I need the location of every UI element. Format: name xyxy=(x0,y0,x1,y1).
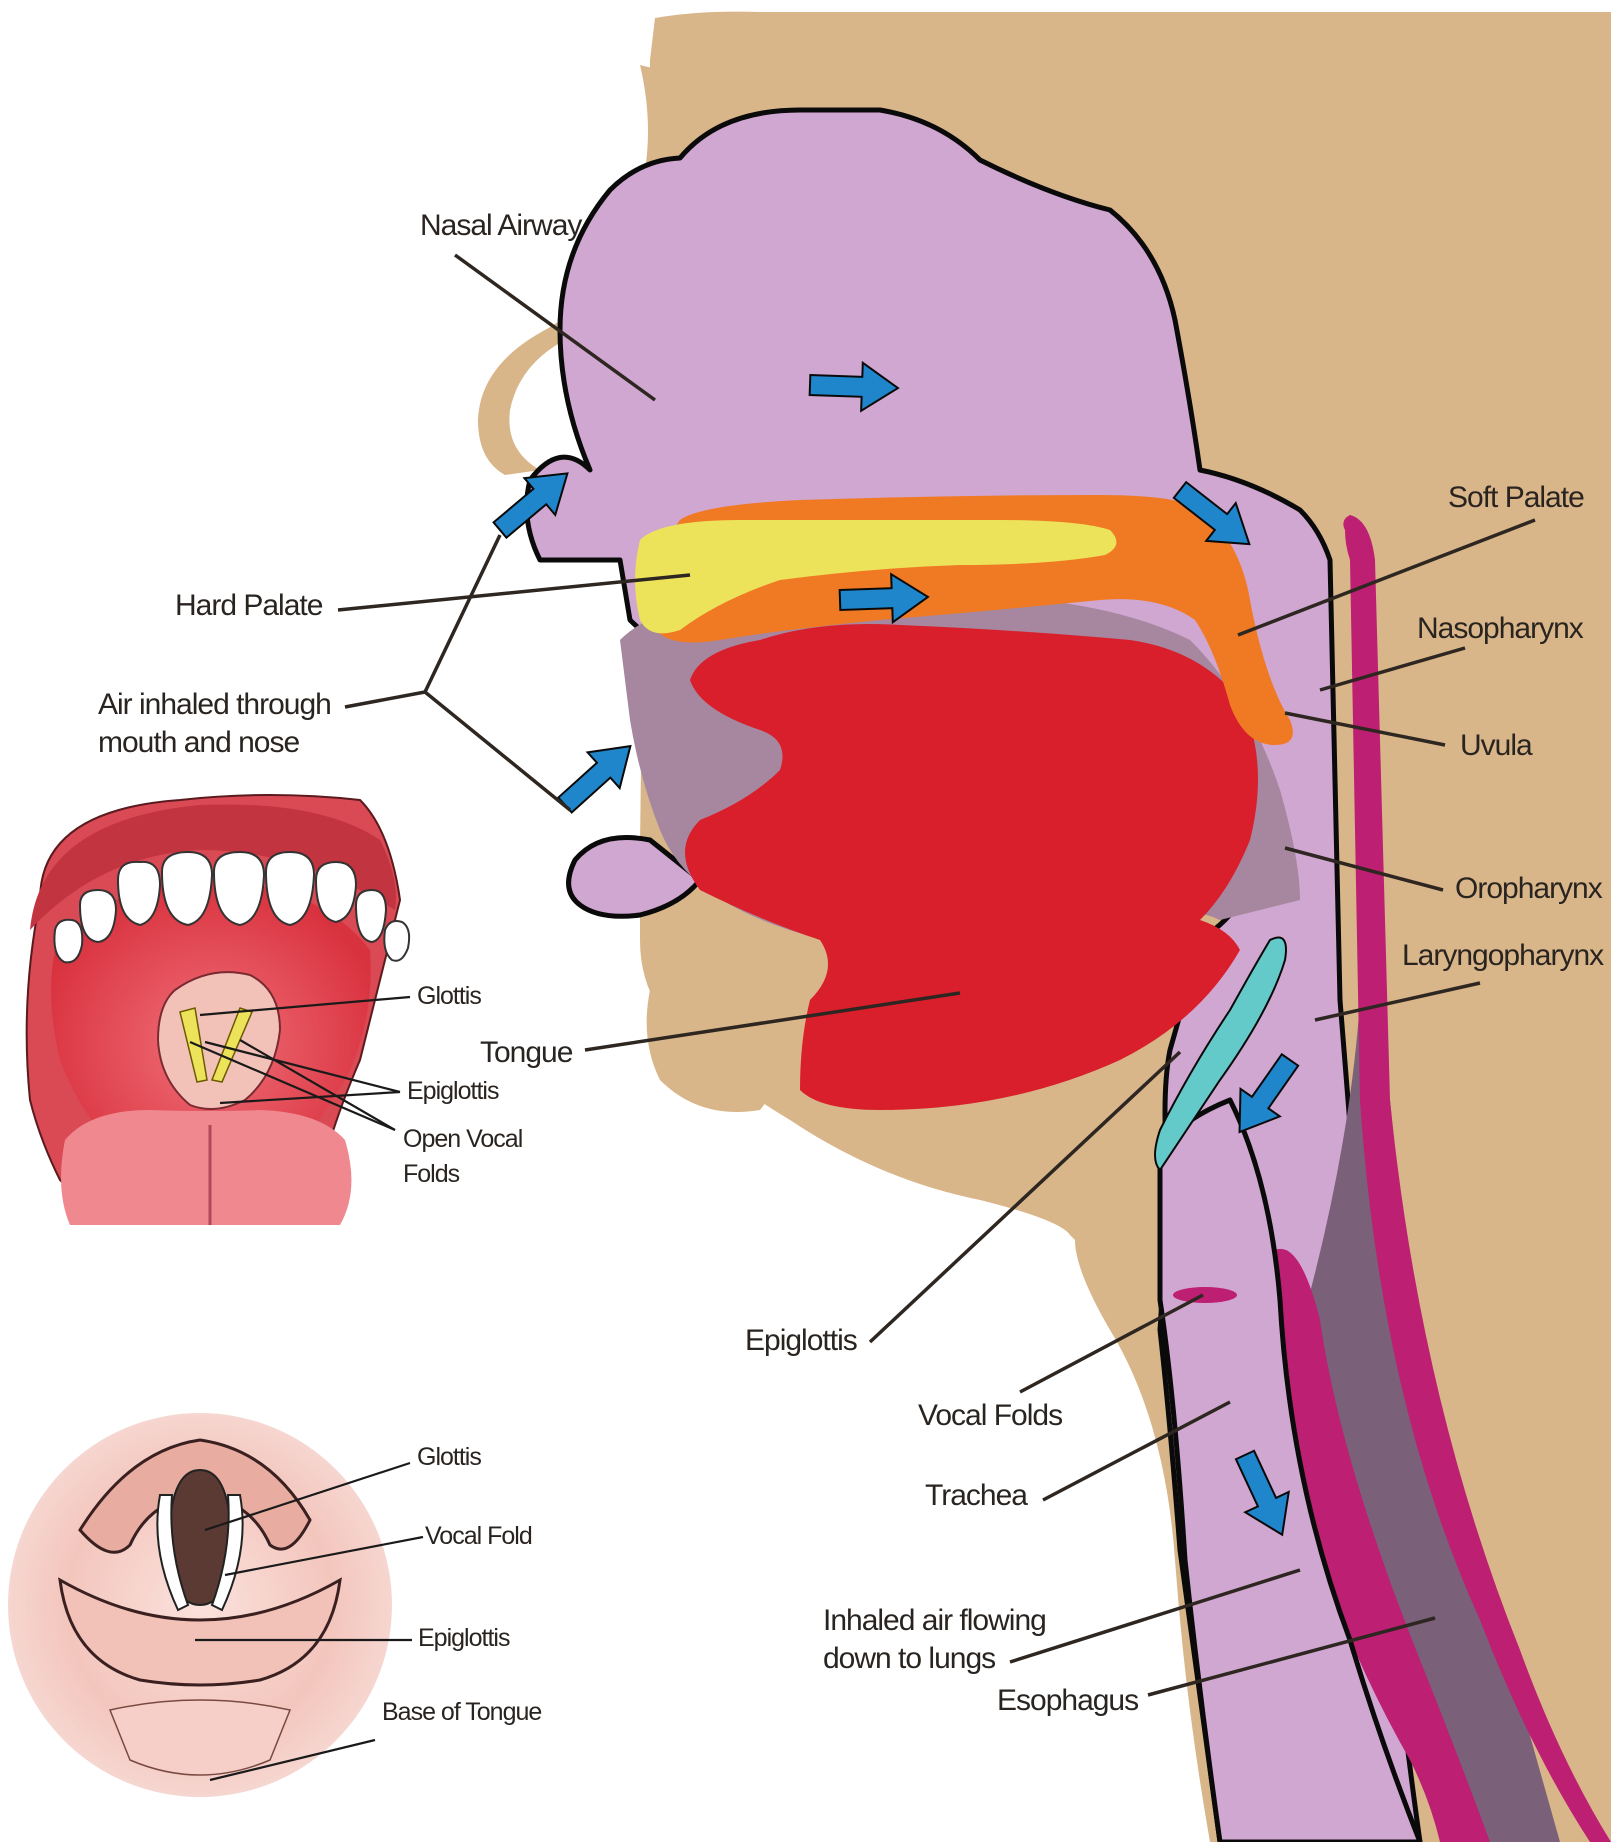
mouth-view-figure: Glottis Epiglottis Open Vocal Folds xyxy=(27,795,523,1225)
larynx-label-vocal-fold: Vocal Fold xyxy=(425,1522,532,1550)
label-air-inhaled-1: Air inhaled through xyxy=(98,688,331,721)
label-laryngopharynx: Laryngopharynx xyxy=(1402,939,1604,972)
label-inhaled-1: Inhaled air flowing xyxy=(823,1604,1046,1637)
label-soft-palate: Soft Palate xyxy=(1448,481,1584,514)
larynx-label-epiglottis: Epiglottis xyxy=(418,1624,510,1652)
label-hard-palate: Hard Palate xyxy=(175,589,323,622)
mouth-label-glottis: Glottis xyxy=(417,982,481,1010)
mouth-label-epiglottis: Epiglottis xyxy=(407,1077,499,1105)
larynx-view-labels: Glottis Vocal Fold Epiglottis Base of To… xyxy=(382,1443,541,1726)
label-nasal-airway: Nasal Airway xyxy=(420,209,582,242)
mouth-label-open-vocal-1: Open Vocal xyxy=(403,1125,522,1153)
label-vocal-folds: Vocal Folds xyxy=(918,1399,1062,1432)
mouth-label-open-vocal-2: Folds xyxy=(403,1160,460,1188)
label-nasopharynx: Nasopharynx xyxy=(1417,612,1584,645)
label-oropharynx: Oropharynx xyxy=(1455,872,1603,905)
label-inhaled-2: down to lungs xyxy=(823,1642,995,1675)
larynx-view-figure: Glottis Vocal Fold Epiglottis Base of To… xyxy=(8,1413,541,1797)
mouth-view-labels: Glottis Epiglottis Open Vocal Folds xyxy=(403,982,522,1188)
label-epiglottis: Epiglottis xyxy=(745,1324,857,1357)
chin-skin xyxy=(647,988,787,1113)
label-trachea: Trachea xyxy=(925,1479,1028,1512)
label-uvula: Uvula xyxy=(1460,729,1533,762)
label-tongue: Tongue xyxy=(480,1036,573,1069)
larynx-label-base-of-tongue: Base of Tongue xyxy=(382,1698,541,1726)
vocal-fold-mark xyxy=(1173,1287,1237,1303)
label-air-inhaled-2: mouth and nose xyxy=(98,726,299,759)
mouth-tongue xyxy=(61,1110,351,1225)
label-esophagus: Esophagus xyxy=(997,1684,1138,1717)
larynx-label-glottis: Glottis xyxy=(417,1443,481,1471)
